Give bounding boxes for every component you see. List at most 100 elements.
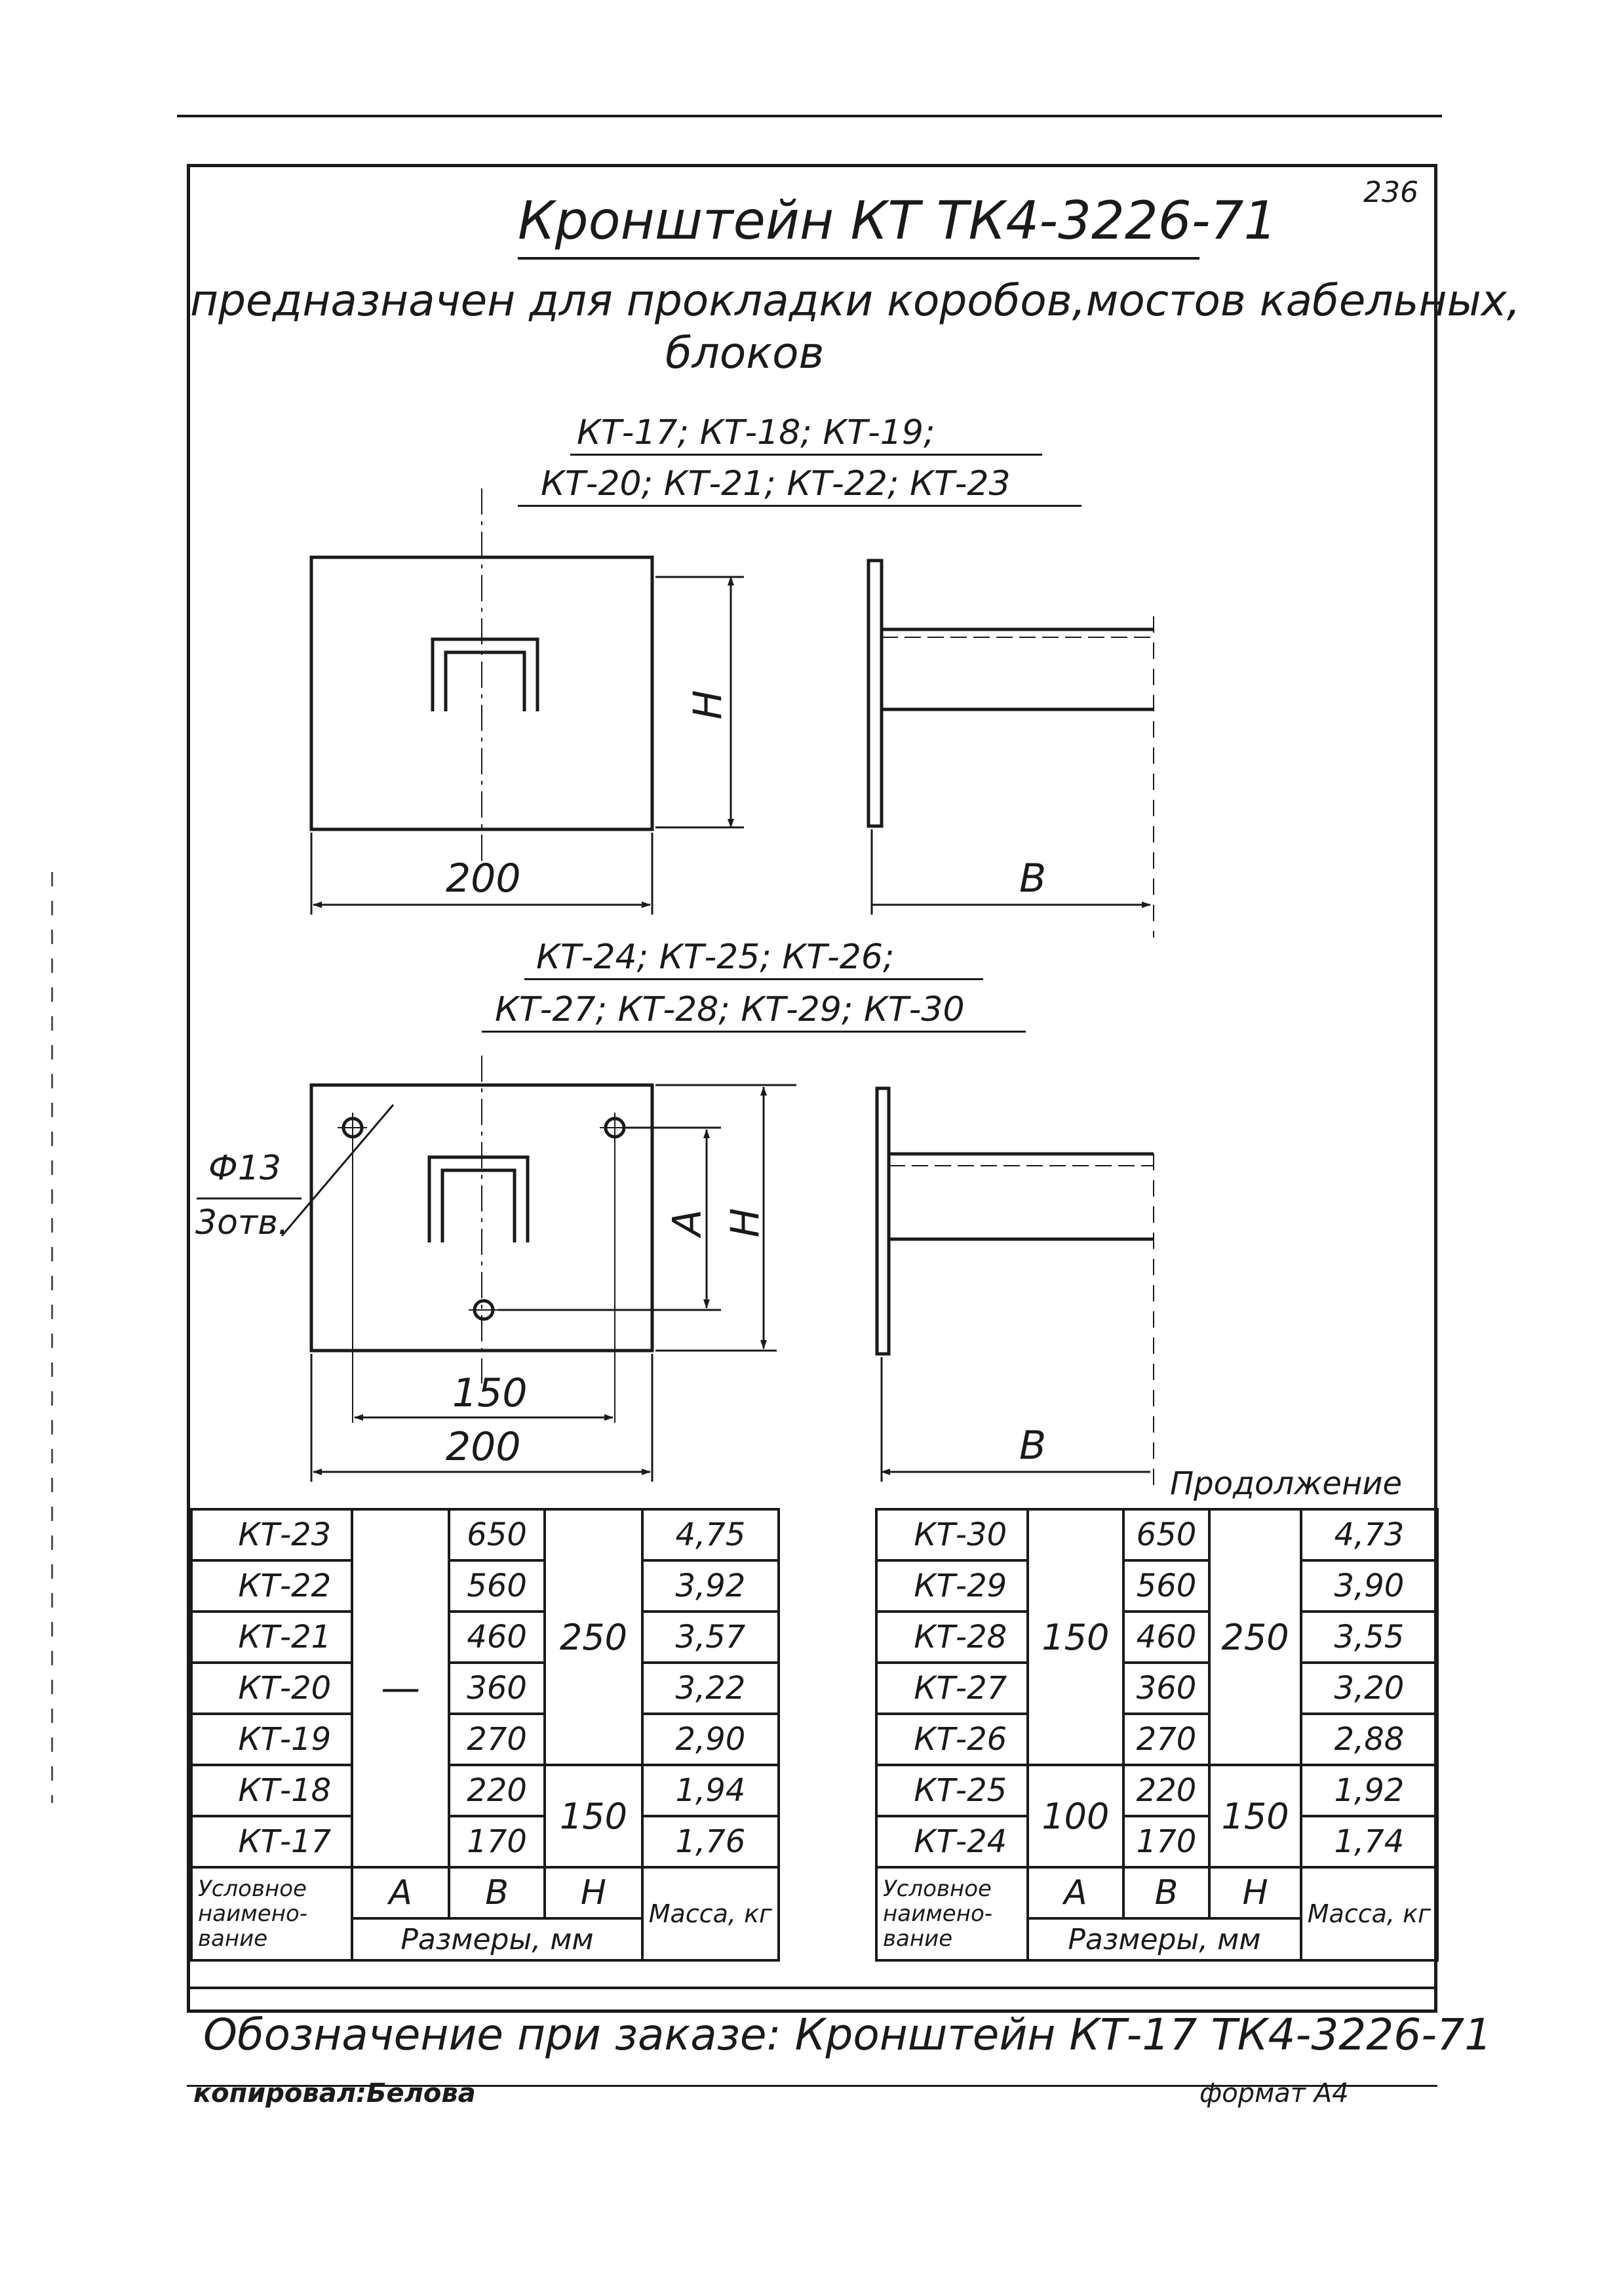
model-name: КТ-30 bbox=[874, 1508, 1030, 1562]
table-row: КТ-27 360 3,20 bbox=[874, 1661, 1439, 1715]
sheet-title: Кронштейн КТ ТК4-3226-71 bbox=[518, 190, 1277, 251]
table-row: КТ-21 460 3,57 bbox=[189, 1610, 781, 1664]
table-row: КТ-23 — 650 250 4,75 bbox=[189, 1508, 781, 1869]
model-name: КТ-23 bbox=[189, 1508, 354, 1562]
mass-value: 1,74 bbox=[1299, 1815, 1439, 1869]
mass-value: 3,90 bbox=[1299, 1559, 1439, 1613]
group2-heading-line1: КТ-24; КТ-25; КТ-26; bbox=[536, 938, 895, 977]
table-row: КТ-30 150 650 250 4,73 bbox=[874, 1508, 1439, 1766]
table-row: КТ-24 170 1,74 bbox=[874, 1815, 1439, 1869]
g1-side-plate bbox=[867, 559, 884, 828]
group1-heading-line1: КТ-17; КТ-18; КТ-19; bbox=[577, 413, 935, 452]
spec-table-right: КТ-30 150 650 250 4,73 КТ-29 560 3,90 КТ… bbox=[874, 1508, 1439, 1962]
mass-value: 1,92 bbox=[1299, 1764, 1439, 1817]
drawing-frame bbox=[187, 164, 1437, 2013]
table-header-row: Размеры, мм bbox=[876, 1917, 1437, 1962]
b-value: 220 bbox=[447, 1764, 547, 1817]
table-row: КТ-26 270 2,88 bbox=[874, 1712, 1439, 1766]
header-name: Условное наимено-вание bbox=[874, 1866, 1030, 1962]
paper-format: формат А4 bbox=[1199, 2078, 1349, 2108]
table-header-row: Условное наимено-вание А В Н Масса, кг bbox=[189, 1866, 781, 1962]
spec-table-left: КТ-23 — 650 250 4,75 КТ-22 560 3,92 КТ-2… bbox=[189, 1508, 781, 1962]
table-row: КТ-19 270 2,90 bbox=[189, 1712, 781, 1766]
header-mass: Масса, кг bbox=[640, 1866, 781, 1962]
table-row: КТ-17 170 1,76 bbox=[189, 1815, 781, 1869]
b-value: 650 bbox=[447, 1508, 547, 1562]
table-row: КТ-25 100 220 150 1,92 bbox=[874, 1764, 1439, 1869]
b-value: 170 bbox=[447, 1815, 547, 1869]
header-b: В bbox=[1121, 1866, 1211, 1920]
g2-bracket-slot bbox=[427, 1155, 530, 1242]
table-row: КТ-18 220 150 1,94 bbox=[189, 1764, 781, 1869]
b-value: 560 bbox=[447, 1559, 547, 1613]
order-designation: Обозначение при заказе: Кронштейн КТ-17 … bbox=[203, 2009, 1492, 2060]
model-name: КТ-18 bbox=[189, 1764, 354, 1817]
copied-by: копировал:Белова bbox=[193, 2078, 476, 2108]
g2-spacing-label: 150 bbox=[452, 1370, 528, 1416]
mass-value: 3,22 bbox=[640, 1661, 781, 1715]
g2-depth-label: В bbox=[1019, 1423, 1047, 1469]
mass-value: 1,94 bbox=[640, 1764, 781, 1817]
group2-underline-2 bbox=[482, 1031, 1026, 1033]
header-h: Н bbox=[543, 1866, 644, 1920]
table-row: КТ-20 360 3,22 bbox=[189, 1661, 781, 1715]
table-header-row: Размеры, мм bbox=[191, 1917, 779, 1962]
g2-width-label: 200 bbox=[446, 1424, 521, 1470]
mass-value: 3,55 bbox=[1299, 1610, 1439, 1664]
description-line-1: предназначен для прокладки коробов,мосто… bbox=[190, 275, 1521, 326]
header-h: Н bbox=[1208, 1866, 1302, 1920]
title-underline bbox=[518, 257, 1199, 260]
group2-heading-line2: КТ-27; КТ-28; КТ-29; КТ-30 bbox=[495, 990, 965, 1029]
model-name: КТ-27 bbox=[874, 1661, 1030, 1715]
bottom-rule bbox=[187, 2085, 1437, 2087]
table-row: КТ-22 560 3,92 bbox=[189, 1559, 781, 1613]
group2-underline-1 bbox=[524, 978, 983, 980]
b-value: 460 bbox=[1121, 1610, 1211, 1664]
model-name: КТ-19 bbox=[189, 1712, 354, 1766]
h-value: 250 bbox=[543, 1508, 644, 1766]
mass-value: 1,76 bbox=[640, 1815, 781, 1869]
description-line-2: блоков bbox=[665, 328, 825, 378]
h-value: 150 bbox=[543, 1764, 644, 1869]
g2-side-plate bbox=[875, 1086, 891, 1356]
g1-depth-label: В bbox=[1019, 856, 1047, 901]
table-header-row: Условное наимено-вание А В Н Масса, кг bbox=[874, 1866, 1439, 1962]
mass-value: 3,20 bbox=[1299, 1661, 1439, 1715]
model-name: КТ-28 bbox=[874, 1610, 1030, 1664]
g2-height-label: H bbox=[722, 1208, 769, 1238]
group1-heading-line2: КТ-20; КТ-21; КТ-22; КТ-23 bbox=[541, 464, 1011, 504]
mass-value: 2,90 bbox=[640, 1712, 781, 1766]
h-value: 150 bbox=[1208, 1764, 1302, 1869]
g1-height-label: H bbox=[685, 690, 731, 720]
header-a: А bbox=[351, 1866, 450, 1920]
header-name: Условное наимено-вание bbox=[189, 1866, 354, 1962]
mass-value: 3,57 bbox=[640, 1610, 781, 1664]
hole-count-label: 3отв. bbox=[195, 1203, 289, 1242]
model-name: КТ-20 bbox=[189, 1661, 354, 1715]
table-row: КТ-28 460 3,55 bbox=[874, 1610, 1439, 1664]
mass-value: 3,92 bbox=[640, 1559, 781, 1613]
b-value: 270 bbox=[1121, 1712, 1211, 1766]
header-mass: Масса, кг bbox=[1299, 1866, 1439, 1962]
header-dimensions: Размеры, мм bbox=[351, 1917, 644, 1962]
model-name: КТ-25 bbox=[874, 1764, 1030, 1817]
g1-width-label: 200 bbox=[446, 856, 521, 901]
header-dimensions: Размеры, мм bbox=[1026, 1917, 1302, 1962]
page-number: 236 bbox=[1363, 176, 1418, 209]
mass-value: 4,73 bbox=[1299, 1508, 1439, 1562]
b-value: 560 bbox=[1121, 1559, 1211, 1613]
b-value: 220 bbox=[1121, 1764, 1211, 1817]
left-edge-marks bbox=[51, 872, 53, 1803]
table-row: КТ-29 560 3,90 bbox=[874, 1559, 1439, 1613]
model-name: КТ-22 bbox=[189, 1559, 354, 1613]
group1-underline-2 bbox=[518, 505, 1081, 507]
model-name: КТ-24 bbox=[874, 1815, 1030, 1869]
mass-value: 2,88 bbox=[1299, 1712, 1439, 1766]
model-name: КТ-29 bbox=[874, 1559, 1030, 1613]
mass-value: 4,75 bbox=[640, 1508, 781, 1562]
group1-underline-1 bbox=[570, 454, 1042, 456]
b-value: 460 bbox=[447, 1610, 547, 1664]
model-name: КТ-17 bbox=[189, 1815, 354, 1869]
model-name: КТ-26 bbox=[874, 1712, 1030, 1766]
